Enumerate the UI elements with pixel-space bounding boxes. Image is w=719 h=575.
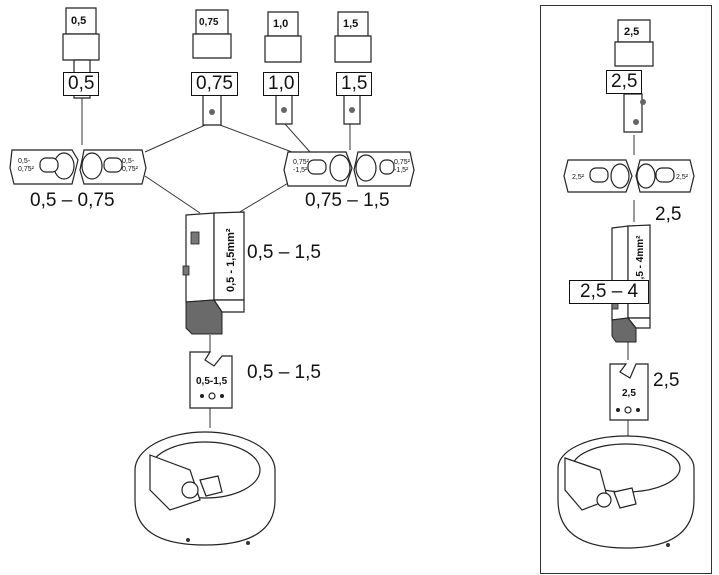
label-locator-0-5-0-75: 0,5 – 0,75	[30, 190, 115, 211]
die-1-0: 1,0	[264, 11, 302, 125]
connector-lines	[81, 96, 635, 436]
svg-text:0,75²: 0,75²	[394, 159, 411, 166]
locator-0-5-0-75: 0,5- 0,75² 0,5- 0,75²	[9, 149, 147, 185]
svg-text:0,75²: 0,75²	[293, 159, 310, 166]
label-plate-0-5-1-5: 0,5 – 1,5	[247, 362, 321, 383]
label-die-1-5: 1,5	[336, 72, 373, 96]
plate-2-5-engraving: 2,5	[622, 388, 636, 399]
label-plate-2-5: 2,5	[653, 370, 680, 391]
label-die-2-5: 2,5	[606, 70, 643, 94]
slider-2-5-engraving: 2,5 - 4mm²	[635, 235, 646, 285]
label-die-1-0: 1,0	[263, 72, 300, 96]
svg-text:0,5-: 0,5-	[122, 158, 135, 165]
die-1-5: 1,5	[334, 11, 372, 125]
die-0-75: 0,75	[192, 9, 232, 126]
die-1-0-engraving: 1,0	[273, 18, 288, 30]
label-locator-0-75-1-5: 0,75 – 1,5	[305, 190, 390, 211]
plate-engraving: 0,5-1,5	[196, 376, 228, 387]
svg-text:2,5²: 2,5²	[676, 174, 689, 181]
die-2-5-engraving: 2,5	[624, 26, 639, 38]
plate-2-5: 2,5	[609, 363, 649, 421]
svg-text:0,5-: 0,5-	[18, 158, 31, 165]
svg-text:0,75²: 0,75²	[122, 166, 139, 173]
locator-0-75-1-5: 0,75² -1,5² 0,75² -1,5²	[283, 151, 415, 187]
svg-text:-1,5²: -1,5²	[394, 167, 409, 174]
slider-0-5-1-5: 0,5 - 1,5mm²	[182, 211, 245, 335]
locator-2-5: 2,5² 2,5²	[563, 159, 695, 193]
label-locator-2-5: 2,5	[655, 204, 682, 225]
die-1-5-engraving: 1,5	[343, 18, 358, 30]
label-slider-2-5-4: 2,5 – 4	[569, 280, 650, 304]
label-die-0-75: 0,75	[191, 72, 238, 96]
die-2-5: 2,5	[614, 19, 654, 133]
slider-engraving: 0,5 - 1,5mm²	[225, 228, 237, 292]
tool-base-right	[557, 435, 695, 549]
label-die-0-5: 0,5	[63, 72, 100, 96]
right-panel-frame	[540, 5, 712, 574]
plate-0-5-1-5: 0,5-1,5	[189, 351, 233, 409]
svg-text:-1,5²: -1,5²	[293, 167, 308, 174]
die-0-75-engraving: 0,75	[199, 17, 219, 28]
svg-text:0,75²: 0,75²	[18, 166, 35, 173]
die-0-5-engraving: 0,5	[71, 15, 86, 27]
locator-2-5-engraving-a: 2,5²	[572, 174, 585, 181]
label-slider-0-5-1-5: 0,5 – 1,5	[247, 242, 321, 263]
tool-base-left	[134, 431, 276, 546]
